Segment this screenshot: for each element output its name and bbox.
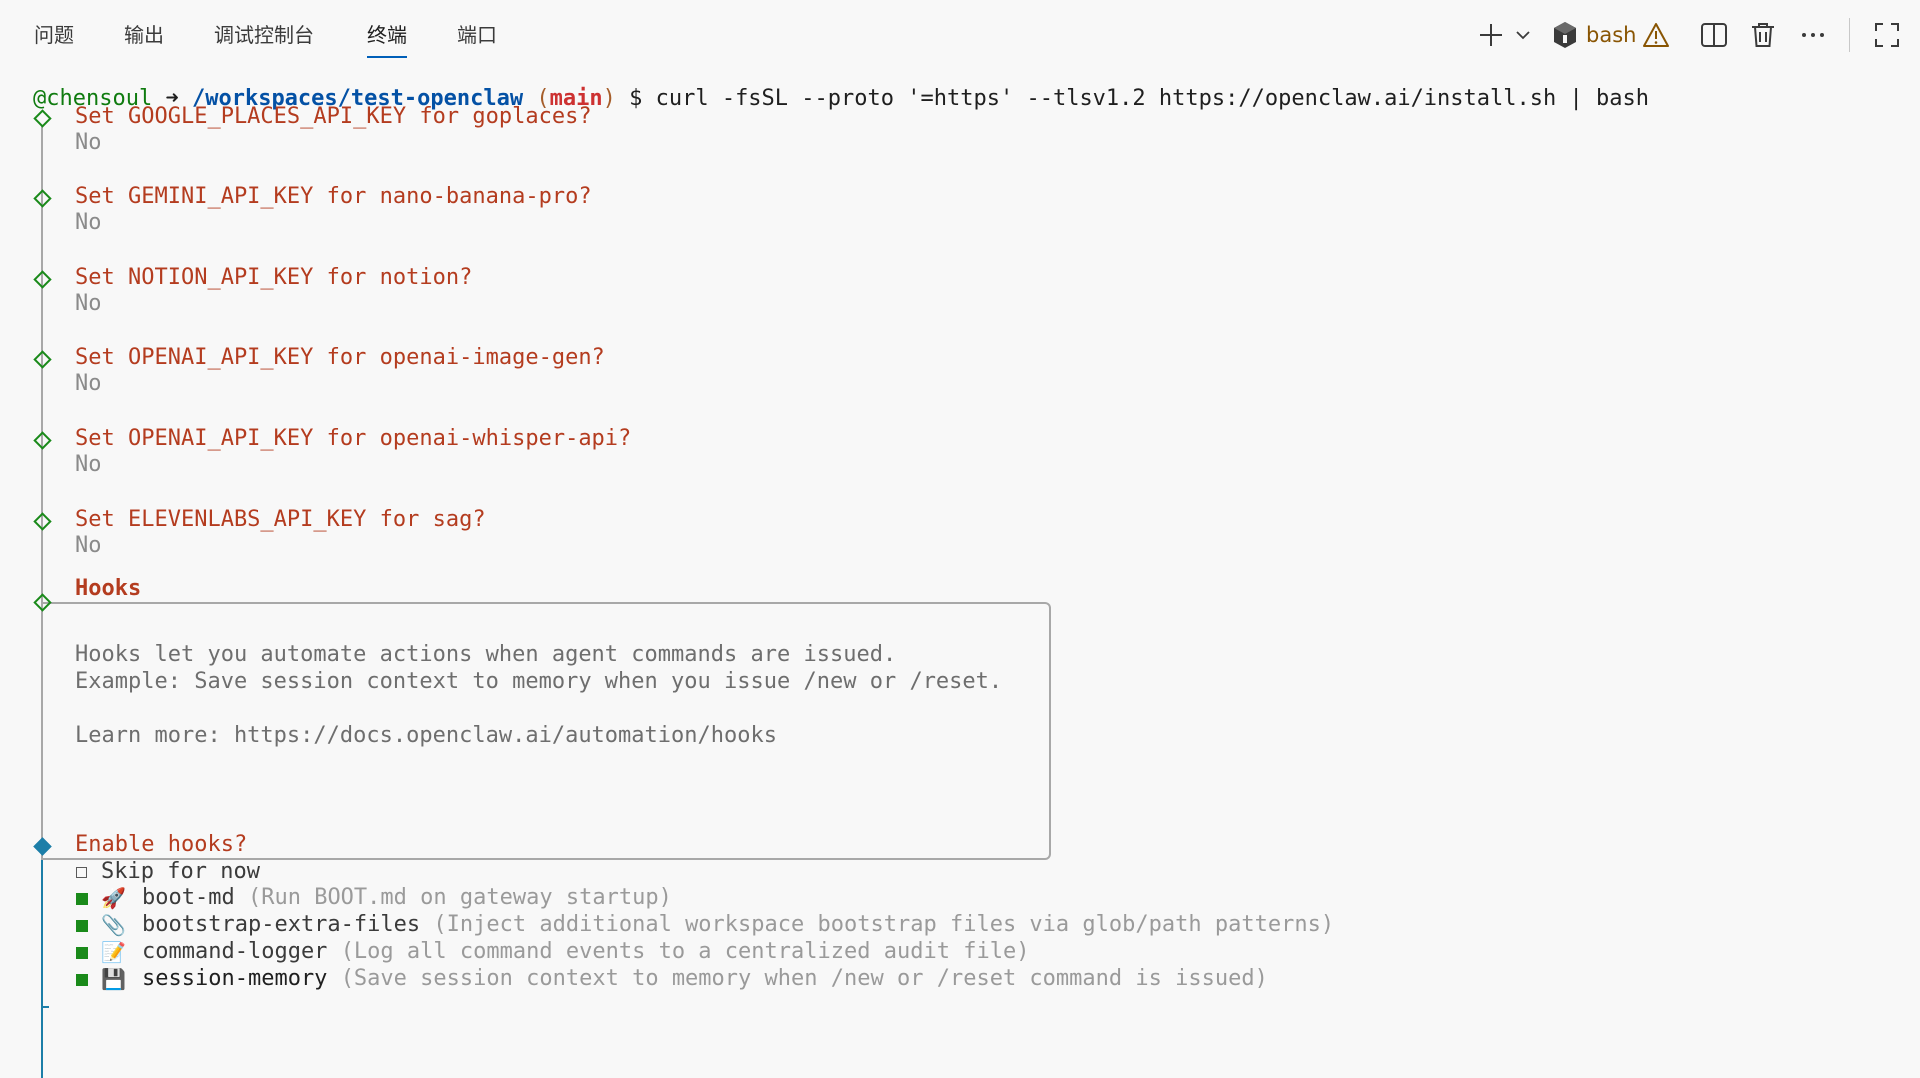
prompt-dollar: $ [629, 86, 643, 111]
answer-1: No [75, 130, 102, 155]
step-done-icon [33, 189, 52, 208]
warning-icon [1643, 23, 1670, 47]
checkbox-checked-icon[interactable] [76, 920, 88, 932]
step-done-icon [33, 512, 52, 531]
memo-icon: 📝 [101, 940, 126, 964]
question-2: Set GEMINI_API_KEY for nano-banana-pro? [75, 184, 592, 209]
panel-header: 问题 输出 调试控制台 终端 端口 bash [0, 0, 1920, 70]
step-done-icon [33, 350, 52, 369]
maximize-panel-button[interactable] [1870, 18, 1904, 52]
paperclip-icon: 📎 [101, 913, 126, 937]
option-name: boot-md [142, 885, 235, 910]
prompt-branch: main [549, 86, 603, 111]
floppy-disk-icon: 💾 [101, 967, 126, 991]
answer-3: No [75, 291, 102, 316]
option-desc: (Log all command events to a centralized… [340, 939, 1030, 964]
hooks-learn-more: Learn more: https://docs.openclaw.ai/aut… [75, 723, 777, 748]
chevron-down-icon [1516, 31, 1530, 40]
bash-shell-icon [1554, 22, 1576, 48]
option-name: session-memory [142, 966, 328, 991]
active-guide-end [41, 1006, 49, 1008]
answer-2: No [75, 210, 102, 235]
prompt-command: curl -fsSL --proto '=https' --tlsv1.2 ht… [655, 86, 1649, 111]
option-boot-md[interactable]: boot-md (Run BOOT.md on gateway startup) [142, 885, 672, 911]
tab-debug-console[interactable]: 调试控制台 [214, 23, 314, 47]
more-icon [1802, 33, 1824, 37]
option-desc: (Inject additional workspace bootstrap f… [433, 912, 1335, 937]
option-bootstrap-extra-files[interactable]: bootstrap-extra-files (Inject additional… [142, 912, 1334, 938]
option-session-memory[interactable]: session-memory (Save session context to … [142, 966, 1268, 992]
prompt-user: @chensoul [33, 86, 153, 111]
step-done-icon [33, 109, 52, 128]
option-name: command-logger [142, 939, 328, 964]
question-4: Set OPENAI_API_KEY for openai-image-gen? [75, 345, 605, 370]
toolbar-separator [1849, 18, 1850, 52]
question-5: Set OPENAI_API_KEY for openai-whisper-ap… [75, 426, 632, 451]
prompt-path: /workspaces/test-openclaw [191, 86, 524, 111]
answer-6: No [75, 533, 102, 558]
tab-problems[interactable]: 问题 [34, 23, 74, 47]
trash-icon [1752, 23, 1774, 47]
tab-terminal[interactable]: 终端 [367, 20, 407, 58]
option-skip[interactable]: Skip for now [101, 859, 260, 884]
hooks-description-2: Example: Save session context to memory … [75, 669, 1003, 694]
prompt-line: @chensoul ➜ /workspaces/test-openclaw (m… [33, 86, 1649, 112]
tab-ports[interactable]: 端口 [457, 23, 497, 47]
question-3: Set NOTION_API_KEY for notion? [75, 265, 473, 290]
terminal-instance-bash[interactable]: bash [1550, 18, 1674, 52]
question-6: Set ELEVENLABS_API_KEY for sag? [75, 507, 486, 532]
hooks-title: Hooks [75, 576, 142, 601]
checkbox-checked-icon[interactable] [76, 974, 88, 986]
checkbox-checked-icon[interactable] [76, 893, 88, 905]
checkbox-unchecked-icon[interactable] [76, 867, 87, 878]
option-name: bootstrap-extra-files [142, 912, 421, 937]
checkbox-checked-icon[interactable] [76, 947, 88, 959]
answer-5: No [75, 452, 102, 477]
option-desc: (Save session context to memory when /ne… [340, 966, 1268, 991]
option-desc: (Run BOOT.md on gateway startup) [247, 885, 672, 910]
hooks-info-box [41, 602, 1051, 860]
prompt-arrow: ➜ [165, 86, 179, 111]
launch-profile-button[interactable] [1510, 18, 1536, 52]
question-1: Set GOOGLE_PLACES_API_KEY for goplaces? [75, 104, 592, 129]
step-done-icon [33, 431, 52, 450]
more-actions-button[interactable] [1796, 18, 1830, 52]
tab-output[interactable]: 输出 [124, 23, 164, 47]
option-command-logger[interactable]: command-logger (Log all command events t… [142, 939, 1029, 965]
hooks-description-1: Hooks let you automate actions when agen… [75, 642, 897, 667]
rocket-icon: 🚀 [101, 886, 126, 910]
flow-guide-line [41, 126, 43, 862]
kill-terminal-button[interactable] [1746, 18, 1780, 52]
hooks-title-wrap: Hooks [66, 576, 147, 601]
step-done-icon [33, 270, 52, 289]
plus-icon [1480, 24, 1502, 46]
prompt-paren-open: ( [536, 86, 550, 111]
shell-name-label: bash [1586, 23, 1637, 47]
enable-hooks-question: Enable hooks? [75, 832, 248, 857]
maximize-icon [1875, 23, 1899, 47]
split-icon [1701, 23, 1727, 47]
active-guide-line [41, 860, 43, 1078]
terminal-output[interactable]: @chensoul ➜ /workspaces/test-openclaw (m… [0, 70, 1920, 1078]
new-terminal-button[interactable] [1474, 18, 1508, 52]
answer-4: No [75, 371, 102, 396]
split-terminal-button[interactable] [1697, 18, 1731, 52]
prompt-paren-close: ) [602, 86, 616, 111]
